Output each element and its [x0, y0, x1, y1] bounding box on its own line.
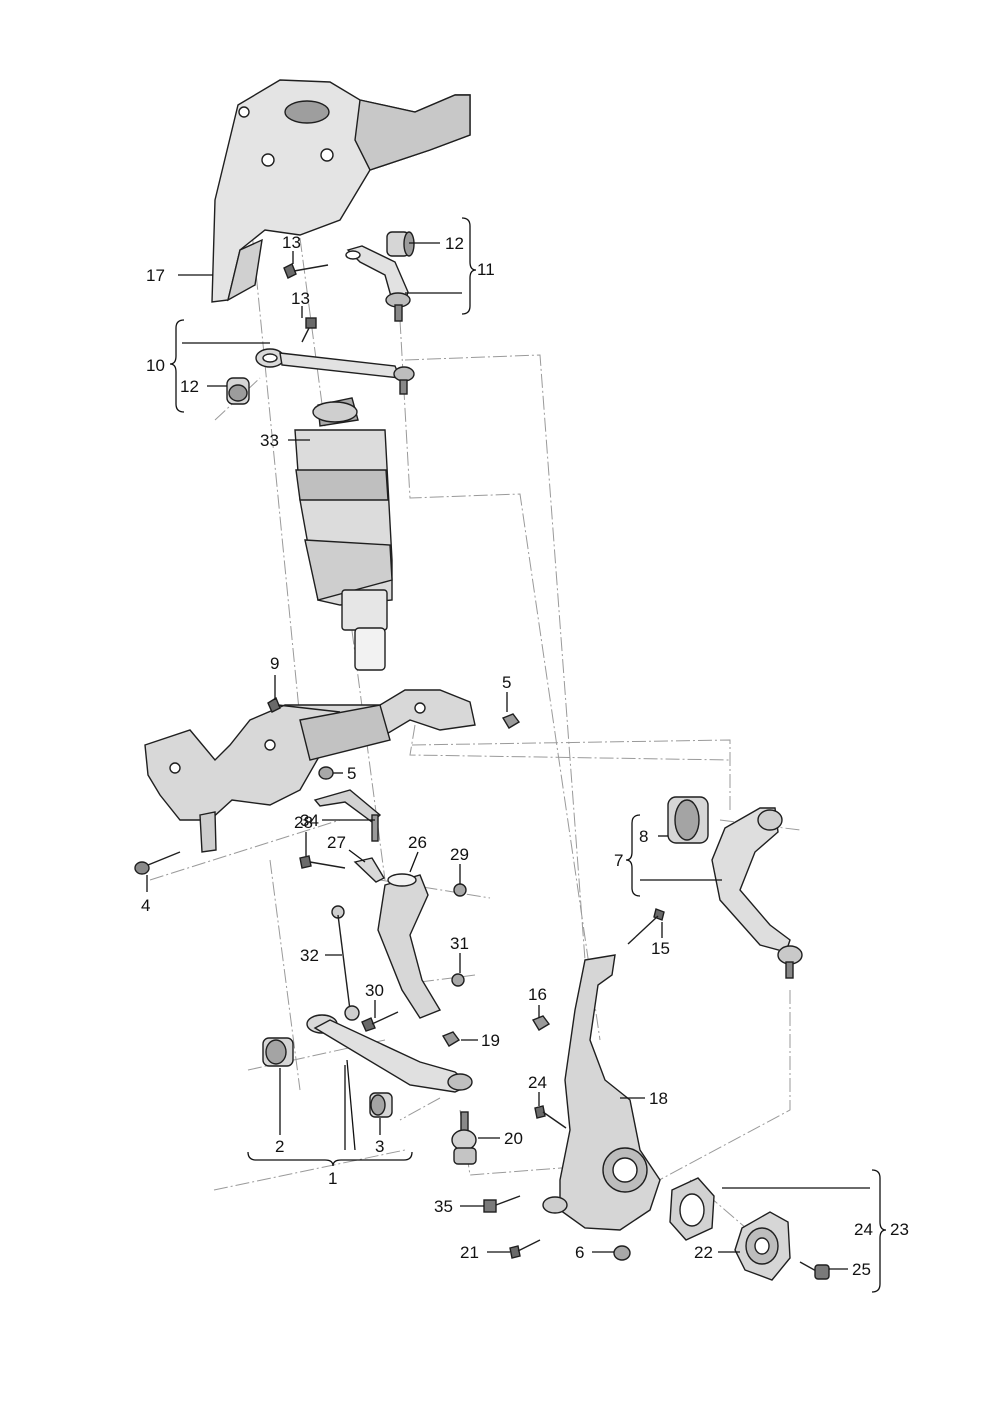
label-29: 29 — [450, 845, 469, 864]
bushing-part-lower — [226, 377, 250, 405]
leader-lines — [146, 242, 870, 1270]
part-number-labels: 17 13 13 12 11 10 12 33 9 5 5 4 28 34 27… — [141, 233, 909, 1279]
label-22: 22 — [694, 1243, 713, 1262]
bolt-part-35 — [483, 1195, 521, 1213]
label-2: 2 — [275, 1137, 284, 1156]
steering-knuckle-part — [542, 954, 661, 1231]
wheel-hub-part — [734, 1211, 791, 1281]
label-13-lower: 13 — [291, 289, 310, 308]
bushing-part-8 — [667, 796, 709, 844]
bracket-part-27 — [353, 857, 385, 883]
group-braces — [169, 217, 887, 1293]
label-5-lower: 5 — [347, 764, 356, 783]
label-1: 1 — [328, 1169, 337, 1188]
subframe-bracket-part — [211, 79, 471, 303]
bolt-part-21 — [509, 1239, 541, 1259]
label-4: 4 — [141, 896, 150, 915]
coupling-link-part — [331, 905, 360, 1021]
control-arm-part-7 — [711, 807, 803, 979]
label-24-hub: 24 — [854, 1220, 873, 1239]
label-6: 6 — [575, 1243, 584, 1262]
wheel-bolt-part-25 — [799, 1261, 830, 1280]
label-20: 20 — [504, 1129, 523, 1148]
nut-part-29 — [453, 883, 467, 897]
nut-part-5a — [501, 713, 521, 729]
label-11: 11 — [477, 260, 495, 279]
label-7: 7 — [614, 851, 623, 870]
label-17: 17 — [146, 266, 165, 285]
bushing-part-2 — [262, 1037, 294, 1067]
subframe-crossmember-part — [144, 689, 476, 853]
ball-joint-part — [451, 1111, 477, 1165]
nut-part-5b — [318, 766, 334, 780]
nut-part-19 — [441, 1031, 461, 1047]
air-strut-part — [294, 397, 393, 671]
label-8: 8 — [639, 827, 648, 846]
label-5-upper: 5 — [502, 673, 511, 692]
label-31: 31 — [450, 934, 469, 953]
label-35: 35 — [434, 1197, 453, 1216]
bolt-part-24 — [534, 1105, 567, 1129]
label-9: 9 — [270, 654, 279, 673]
label-26: 26 — [408, 833, 427, 852]
bushing-part-3 — [369, 1092, 393, 1118]
label-24-knuckle: 24 — [528, 1073, 547, 1092]
bolt-part-9 — [267, 696, 341, 713]
label-15: 15 — [651, 939, 670, 958]
carrier-part-26 — [377, 873, 442, 1019]
nut-part-6 — [613, 1245, 631, 1261]
label-34: 34 — [300, 811, 319, 830]
nut-part-16 — [531, 1015, 551, 1031]
wheel-bearing-part — [669, 1177, 715, 1241]
bushing-part-upper — [386, 231, 415, 257]
label-23: 23 — [890, 1220, 909, 1239]
label-33: 33 — [260, 431, 279, 450]
label-30: 30 — [365, 981, 384, 1000]
label-13-upper: 13 — [282, 233, 301, 252]
label-21: 21 — [460, 1243, 479, 1262]
nut-part-31 — [451, 973, 465, 987]
bolt-part-4 — [134, 851, 181, 875]
upper-link-arm-part — [255, 348, 415, 395]
bolt-part-30 — [361, 1011, 399, 1032]
height-sensor-part — [313, 789, 382, 842]
bolt-part-13a — [283, 263, 329, 279]
label-3: 3 — [375, 1137, 384, 1156]
bolt-part-28 — [299, 855, 346, 869]
bolt-part-13b — [301, 317, 317, 343]
label-12-lower: 12 — [180, 377, 199, 396]
label-16: 16 — [528, 985, 547, 1004]
label-28: 28 — [294, 813, 313, 832]
label-27: 27 — [327, 833, 346, 852]
label-10: 10 — [146, 356, 165, 375]
label-12-upper: 12 — [445, 234, 464, 253]
label-32: 32 — [300, 946, 319, 965]
label-25: 25 — [852, 1260, 871, 1279]
label-18: 18 — [649, 1089, 668, 1108]
upper-control-arm-part — [345, 245, 411, 322]
bolt-part-15 — [627, 908, 665, 945]
lower-control-arm-part — [306, 1014, 473, 1093]
label-19: 19 — [481, 1031, 500, 1050]
